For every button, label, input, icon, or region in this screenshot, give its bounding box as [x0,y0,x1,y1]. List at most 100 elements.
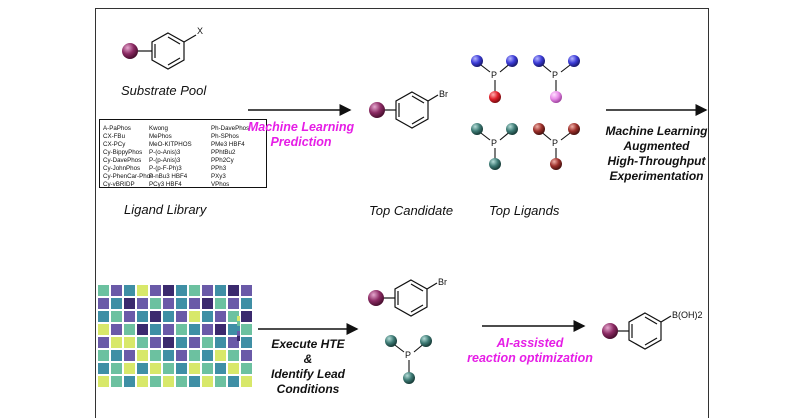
heatmap-cell [215,363,226,374]
heatmap-cell [163,285,174,296]
ligand-ball-icon [533,123,545,135]
heatmap-cell [150,285,161,296]
ligand-ball-icon [506,55,518,67]
ligand-item: A-PaPhos [103,125,131,132]
top-ligands-label: Top Ligands [489,203,560,218]
ligand-item: Cy-DavePhos [103,157,142,164]
heatmap-cell [163,350,174,361]
ligand-blue-pink [533,55,580,103]
heatmap-cell [189,363,200,374]
heatmap-cell [228,363,239,374]
heatmap-cell [176,337,187,348]
ligand-item: PPh3 [211,165,227,172]
ligand-item: P-nBu3 HBF4 [149,173,188,180]
heatmap-cell [124,298,135,309]
heatmap-cell [215,311,226,322]
ligand-ball-icon [489,91,501,103]
top-candidate-label: Top Candidate [369,203,454,218]
ligand-ball-icon [568,55,580,67]
heatmap-cell [111,337,122,348]
phosphorus-text: P [552,70,558,80]
heatmap-cell [111,285,122,296]
heatmap-cell [241,324,252,335]
heatmap-cell [202,337,213,348]
heatmap-cell [163,311,174,322]
execute-hte-label: Execute HTE & Identify Lead Conditions [270,337,345,396]
heatmap-cell [111,311,122,322]
heatmap-cell [241,350,252,361]
heatmap-cell [189,311,200,322]
ligand-item: CX-PCy [103,141,126,148]
substituent-x-text: X [197,26,203,36]
heatmap-cell [202,285,213,296]
heatmap-cell [137,376,148,387]
substituent-ball-icon [368,290,384,306]
heatmap-cell [215,376,226,387]
heatmap-cell [215,350,226,361]
heatmap-cell [241,363,252,374]
ligand-ball-icon [489,158,501,170]
ligand-ball-icon [568,123,580,135]
substrate-pool-molecule [122,32,197,70]
heatmap-cell [215,285,226,296]
heatmap-cell [137,311,148,322]
heatmap-cell [137,324,148,335]
heatmap-cell [137,350,148,361]
heatmap-cell [176,324,187,335]
ai-optimization-label: AI-assisted reaction optimization [467,336,593,365]
heatmap-cell [150,376,161,387]
ligand-item: PXy3 [211,173,226,180]
heatmap-cell [163,363,174,374]
ligand-item: PPh2Cy [211,157,234,164]
heatmap-cell [189,350,200,361]
ligand-item: P-(p-F-Ph)3 [149,165,182,172]
diagram-frame [95,8,709,418]
heatmap-cell [137,363,148,374]
heatmap-cell [137,298,148,309]
heatmap-cell [163,324,174,335]
heatmap-cell [202,376,213,387]
heatmap-cell [124,363,135,374]
ligand-item: MeO-KITPHOS [149,141,192,148]
heatmap-cell [111,376,122,387]
heatmap-cell [124,324,135,335]
heatmap-cell [228,337,239,348]
heatmap-cell [176,363,187,374]
bromo-text: Br [439,89,448,99]
heatmap-cell [98,376,109,387]
heatmap-cell [98,350,109,361]
heatmap-cell [228,350,239,361]
phosphorus-text: P [491,70,497,80]
bromo-text: Br [438,277,447,287]
heatmap-cell [215,298,226,309]
heatmap-cell [150,350,161,361]
heatmap-cell [241,285,252,296]
heatmap-cell [176,350,187,361]
top-candidate-molecule [369,91,439,129]
ligand-item: VPhos [211,181,230,188]
lead-aryl-bromide [368,279,438,317]
hte-heatmap [98,285,252,387]
heatmap-cell [98,311,109,322]
heatmap-cell [176,298,187,309]
substituent-ball-icon [369,102,385,118]
phosphorus-text: P [491,138,497,148]
heatmap-cell [137,285,148,296]
substituent-ball-icon [602,323,618,339]
heatmap-cell [189,298,200,309]
ligand-ball-icon [420,335,432,347]
heatmap-cell [111,363,122,374]
heatmap-cell [189,285,200,296]
ligand-ball-icon [506,123,518,135]
heatmap-cell [150,311,161,322]
heatmap-cell [98,285,109,296]
heatmap-cell [176,311,187,322]
ligand-ball-icon [403,372,415,384]
ligand-ball-icon [385,335,397,347]
heatmap-cell [228,311,239,322]
heatmap-cell [111,350,122,361]
ligand-library-box: A-PaPhos CX-FBu CX-PCy Cy-BippyPhos Cy-D… [99,119,267,188]
heatmap-cell [124,376,135,387]
ligand-blue-red [471,55,518,103]
